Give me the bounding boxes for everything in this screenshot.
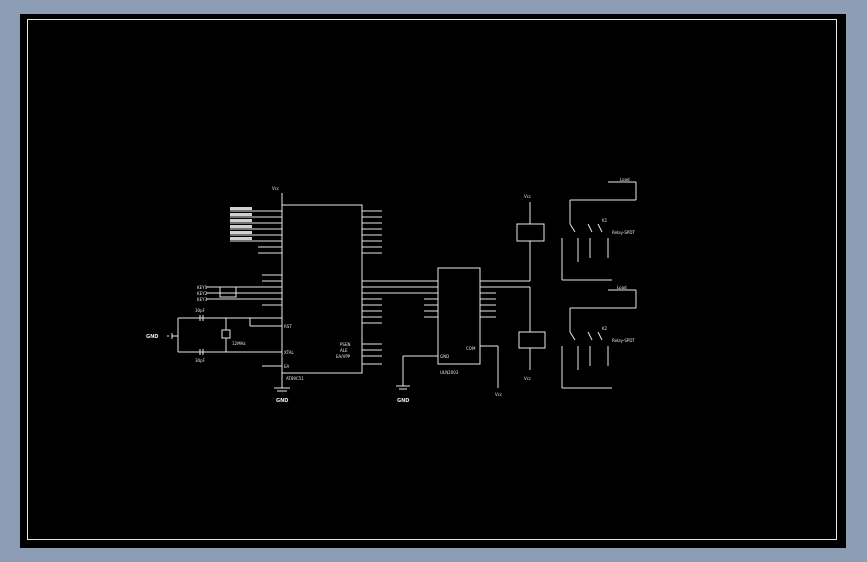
relay1-model-label: Relay-SPDT	[612, 230, 635, 235]
driver-com-pin: COM	[466, 346, 476, 351]
osc-gnd-label: GND	[146, 334, 158, 340]
relay2-vcc-label: Vcc	[524, 376, 531, 381]
cap1-label: 30pF	[195, 308, 206, 313]
xtal-label: XTAL	[284, 350, 295, 355]
mcu-name-label: AT89C51	[286, 376, 304, 381]
relay1-circuit: Vcc K1 Relay-SPDT Load	[516, 177, 637, 281]
mcu-vcc-label: Vcc	[272, 186, 279, 191]
key2-label: KEY2	[197, 291, 208, 296]
driver-name-label: ULN2003	[440, 370, 459, 375]
rst-label: RST	[284, 324, 292, 329]
load1-label: Load	[620, 177, 630, 182]
load2-label: Load	[617, 285, 627, 290]
relay1-vcc-label: Vcc	[524, 194, 531, 199]
mcu-left-pins-top	[230, 207, 282, 254]
driver-gnd-label: GND	[397, 398, 409, 404]
psen-label: PSEN	[340, 342, 350, 347]
relay1-label: K1	[602, 218, 608, 223]
key3-label: KEY3	[197, 297, 208, 302]
relay2-model-label: Relay-SPDT	[612, 338, 635, 343]
mcu-chip: Vcc AT89C51 GND	[272, 186, 363, 404]
eavpp-label: EA/VPP	[336, 354, 351, 359]
cap2-label: 30pF	[195, 358, 206, 363]
crystal-label: 12MHz	[232, 341, 246, 346]
driver-chip: ULN2003 GND COM GND Vcc	[396, 267, 530, 404]
driver-gnd-pin: GND	[440, 354, 449, 359]
relay2-label: K2	[602, 326, 608, 331]
mcu-gnd-label: GND	[276, 398, 288, 404]
drawing-frame	[27, 19, 837, 540]
driver-vcc-label: Vcc	[495, 392, 502, 397]
relay2-circuit: Vcc K2 Relay-SPDT Load	[518, 285, 637, 389]
ea-label: EA	[284, 364, 290, 369]
oscillator-circuit: 30pF 30pF 12MHz GND RST XTAL EA	[146, 308, 295, 369]
key1-label: KEY1	[197, 285, 208, 290]
mcu-left-pins-mid: KEY1 KEY2 KEY3	[197, 274, 282, 306]
mcu-right-pins: PSEN ALE EA/VPP	[336, 210, 438, 365]
ale-label: ALE	[340, 348, 348, 353]
